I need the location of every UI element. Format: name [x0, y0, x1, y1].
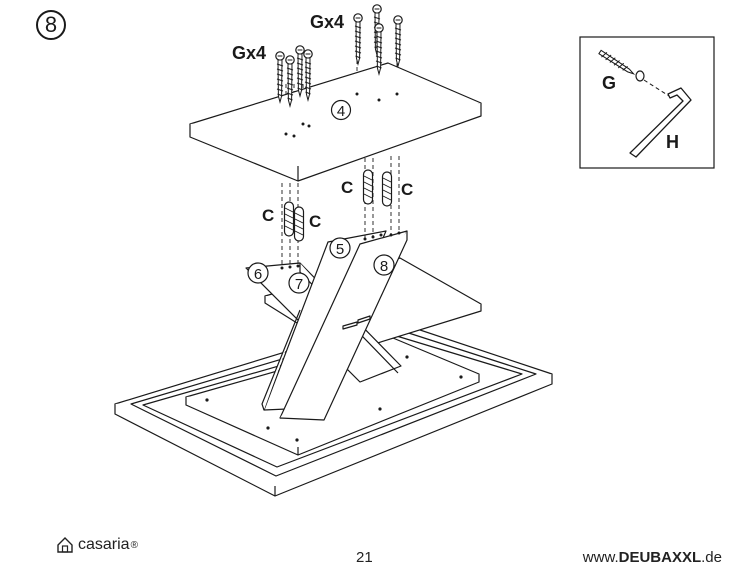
brand-name: casaria [78, 536, 130, 553]
step-number: 8 [36, 10, 66, 40]
dowel-c-label-4: C [401, 180, 413, 199]
allen-key-icon [629, 87, 692, 158]
screws-right-group [353, 4, 403, 75]
base-holes [205, 355, 463, 442]
screw-icon [353, 13, 363, 65]
dowel-c-label-3: C [341, 178, 353, 197]
house-logo-icon [57, 537, 73, 553]
tabletop-board [189, 62, 482, 182]
part-4-label: 4 [337, 103, 345, 120]
part-8-label: 8 [380, 258, 388, 275]
url-suffix: .de [701, 549, 722, 566]
gx4-label-right: Gx4 [310, 12, 344, 32]
part-6-label: 6 [254, 266, 262, 283]
screw-icon [598, 49, 636, 75]
tool-inset: G H [579, 36, 715, 169]
screw-icon [295, 45, 305, 97]
leg-top-holes [280, 231, 401, 270]
gx4-label-left: Gx4 [232, 43, 266, 63]
screw-icon [393, 15, 403, 67]
page-number: 21 [356, 549, 373, 566]
dowel-icon [293, 206, 305, 242]
inset-label-h: H [666, 132, 679, 152]
url-bold: DEUBAXXL [618, 549, 702, 566]
part-5-label: 5 [336, 241, 344, 258]
website-url: www.DEUBAXXL.de [583, 549, 722, 566]
x-legs [245, 230, 482, 421]
dowel-icon [362, 169, 374, 205]
part-7-label: 7 [295, 276, 303, 293]
dowel-c-label-2: C [309, 212, 321, 231]
brand-logo: casaria® [56, 535, 138, 555]
dowel-icon [283, 201, 295, 237]
inset-label-g: G [602, 73, 616, 93]
url-prefix: www. [582, 549, 619, 566]
brand-mark: ® [130, 539, 138, 551]
screw-icon [275, 51, 285, 103]
dowel-icon [381, 171, 393, 207]
dowel-c-label-1: C [262, 206, 274, 225]
tabletop-holes [284, 92, 399, 138]
